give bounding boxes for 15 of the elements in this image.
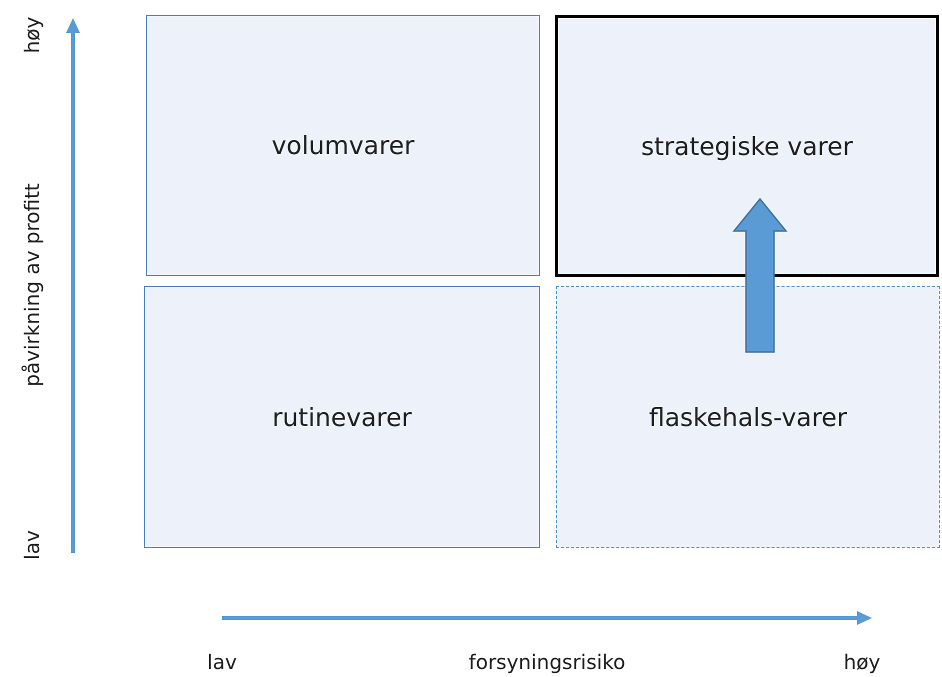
- quadrant-box: [144, 286, 540, 548]
- quadrant-label: rutinevarer: [272, 402, 412, 432]
- axis-end-label: lav: [207, 650, 237, 674]
- axis-title: påvirkning av profitt: [20, 183, 44, 387]
- dashed-quadrant-box: [556, 286, 940, 548]
- axis-end-label: lav: [20, 530, 44, 560]
- quadrant-label: flaskehals-varer: [648, 402, 848, 432]
- axis-end-label: høy: [20, 16, 44, 54]
- block-arrow: [732, 198, 788, 353]
- quadrant-label: volumvarer: [272, 131, 414, 160]
- quadrant-box: [146, 15, 540, 276]
- axis-end-label: høy: [844, 650, 880, 674]
- highlighted-quadrant-box: [555, 15, 939, 277]
- axis-title: forsyningsrisiko: [468, 650, 626, 674]
- quadrant-label: strategiske varer: [641, 132, 853, 160]
